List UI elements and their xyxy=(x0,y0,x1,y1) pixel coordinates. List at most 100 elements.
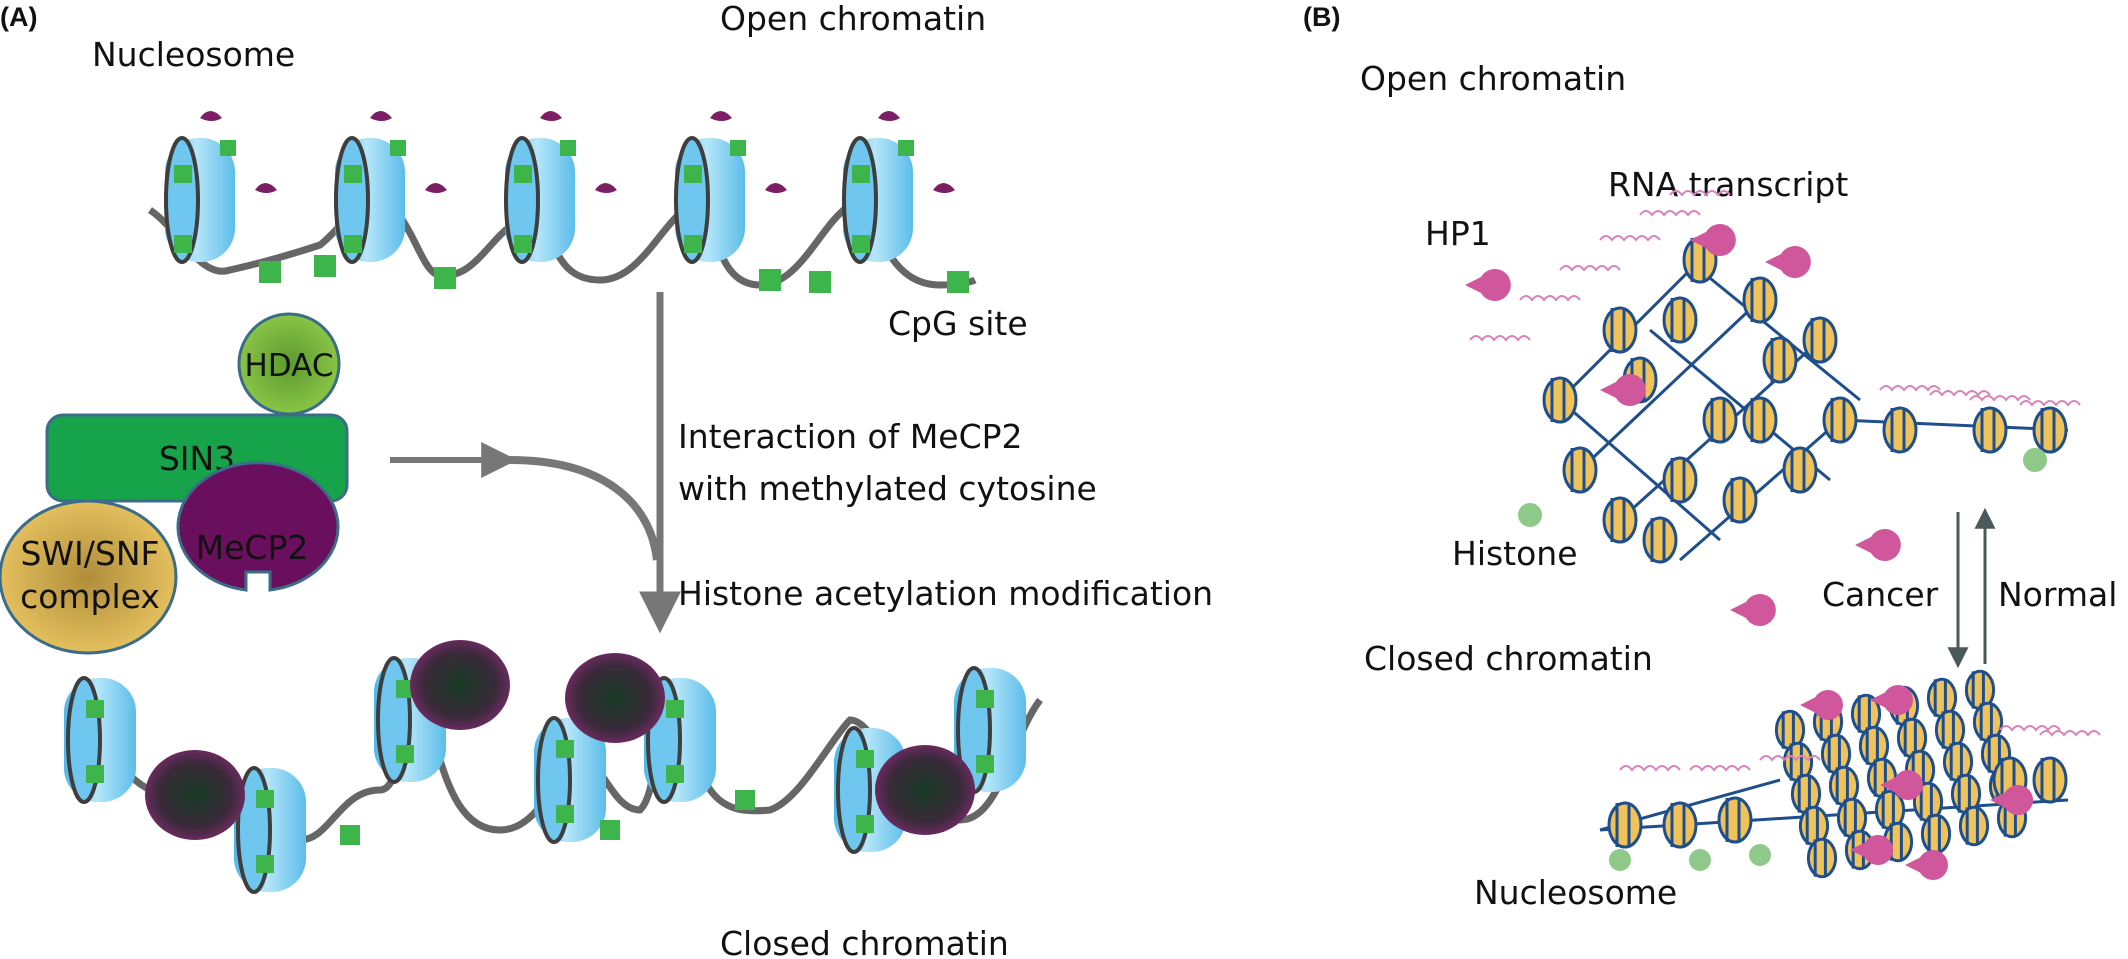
cpg-square xyxy=(898,140,914,156)
nucleosome-b xyxy=(1602,306,1638,354)
histone-core xyxy=(1806,837,1838,879)
histone-core xyxy=(1822,396,1858,444)
nucleosome-b xyxy=(1717,796,1753,844)
nucleosome-b xyxy=(1742,276,1778,324)
methyl-group xyxy=(765,183,787,193)
histone-core xyxy=(1542,376,1578,424)
cpg-square xyxy=(666,700,684,718)
nucleosome-b xyxy=(1806,837,1838,879)
rna-strand xyxy=(1929,390,1991,397)
rna-strand xyxy=(1689,765,1751,772)
swi-snf-complex xyxy=(0,499,178,655)
cpg-square xyxy=(174,165,192,183)
green-marker xyxy=(2023,448,2047,472)
methyl-group xyxy=(933,183,955,193)
histone-core xyxy=(1972,406,2008,454)
cpg-square xyxy=(684,165,702,183)
rna-strand xyxy=(1619,765,1681,772)
histone-core xyxy=(1662,801,1698,849)
nucleosome-b xyxy=(1774,709,1806,751)
cpg-square xyxy=(314,255,336,277)
panel-b-tag: (B) xyxy=(1303,2,1340,32)
cpg-square xyxy=(86,700,104,718)
histone-core xyxy=(1662,296,1698,344)
open-chromatin-label-b: Open chromatin xyxy=(1360,59,1626,98)
nucleosome-b xyxy=(1602,496,1638,544)
hp1-protein xyxy=(1465,269,1511,301)
step1-line2: with methylated cytosine xyxy=(678,469,1097,508)
open-chromatin-fiber xyxy=(147,111,977,293)
cpg-square xyxy=(976,755,994,773)
nucleosome-b xyxy=(1920,813,1952,855)
cpg-square xyxy=(852,235,870,253)
hp1-protein xyxy=(1990,785,2033,816)
cpg-square xyxy=(514,235,532,253)
cancer-label: Cancer xyxy=(1822,575,1939,614)
histone-core xyxy=(1607,801,1643,849)
nucleosome-b xyxy=(1782,446,1818,494)
closed-chromatin-cluster xyxy=(1599,669,2101,881)
methyl-group xyxy=(255,183,277,193)
dna-wrap xyxy=(376,656,412,784)
rna-strand xyxy=(2019,400,2081,407)
methyl-group xyxy=(370,111,392,121)
histone-core xyxy=(2032,756,2068,804)
histone-core xyxy=(1958,805,1990,847)
nucleosome-b xyxy=(1642,516,1678,564)
open-chromatin-label-a: Open chromatin xyxy=(720,0,986,38)
rna-strand xyxy=(1669,190,1731,197)
cpg-square xyxy=(730,140,746,156)
rna-strand xyxy=(1879,385,1941,392)
rna-strand xyxy=(1969,395,2031,402)
cpg-square xyxy=(256,855,274,873)
nucleosome-b xyxy=(1828,765,1860,807)
nucleosome-b xyxy=(1882,406,1918,454)
rna-strand xyxy=(1559,265,1621,272)
nucleosome-b xyxy=(1942,741,1974,783)
hp1-protein xyxy=(1730,594,1776,626)
open-nucleosome xyxy=(674,111,787,264)
nucleosome-b xyxy=(1820,733,1852,775)
histone-core xyxy=(1562,446,1598,494)
histone-core xyxy=(1702,396,1738,444)
nucleosome-b xyxy=(2032,406,2068,454)
nucleosome-b xyxy=(1802,316,1838,364)
hp1-protein xyxy=(1855,529,1901,561)
histone-core xyxy=(1717,796,1753,844)
green-marker xyxy=(1689,849,1711,871)
closed-nucleosome xyxy=(834,726,906,854)
histone-core xyxy=(1802,316,1838,364)
nucleosome-b xyxy=(1926,677,1958,719)
histone-core xyxy=(1742,396,1778,444)
cpg-square xyxy=(396,680,414,698)
panel-a: (A) Nucleosome Open chromatin CpG site H… xyxy=(0,0,1213,959)
methyl-group xyxy=(878,111,900,121)
hp1-protein xyxy=(1800,690,1843,720)
rna-transcript-label: RNA transcript xyxy=(1608,165,1848,204)
open-nucleosome xyxy=(842,111,955,264)
mecp2-label: MeCP2 xyxy=(196,528,309,567)
cpg-square xyxy=(344,235,362,253)
rna-strand xyxy=(2039,730,2101,737)
nucleosome-b xyxy=(1958,805,1990,847)
hdac-label: HDAC xyxy=(245,348,334,384)
hp1-protein xyxy=(1690,223,1736,256)
histone-core xyxy=(1602,306,1638,354)
cpg-square xyxy=(666,765,684,783)
nucleosome-b xyxy=(1722,476,1758,524)
cpg-square xyxy=(396,745,414,763)
mecp2-protein xyxy=(176,461,340,592)
hp1-protein xyxy=(1850,835,1893,866)
cpg-square xyxy=(600,820,620,840)
dna-wrap xyxy=(66,676,102,804)
open-nucleosome xyxy=(164,111,277,264)
open-chromatin-lattice xyxy=(1465,190,2081,626)
cpg-square xyxy=(856,750,874,768)
nucleosome-b xyxy=(2032,756,2068,804)
green-marker xyxy=(1749,844,1771,866)
closed-chromatin-label-b: Closed chromatin xyxy=(1364,639,1653,678)
nucleosome-b xyxy=(1964,669,1996,711)
hp1-protein xyxy=(1765,245,1811,278)
cpg-square xyxy=(174,235,192,253)
